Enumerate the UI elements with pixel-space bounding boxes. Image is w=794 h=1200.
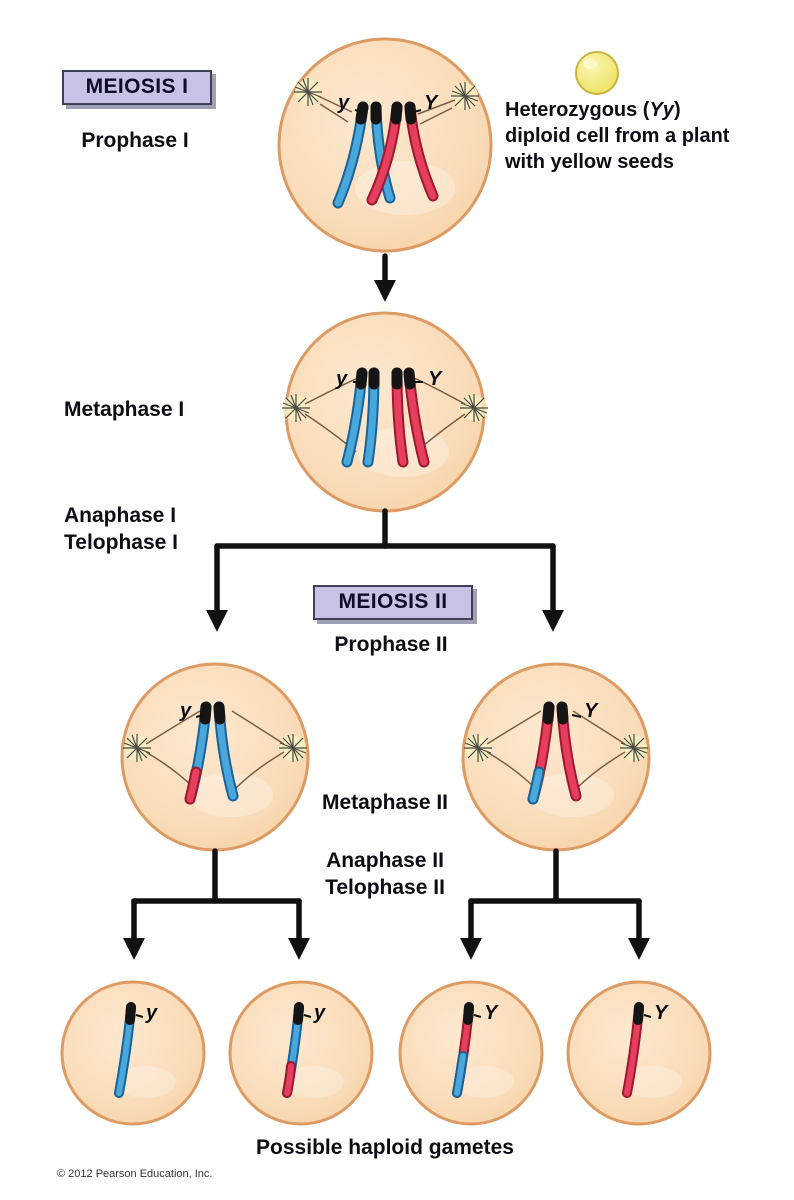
flow-arrows bbox=[123, 253, 650, 960]
gamete-cell-3 bbox=[398, 980, 544, 1126]
telophase1-label: Telophase I bbox=[64, 531, 178, 554]
gamete-cell-2 bbox=[228, 980, 374, 1126]
meiosis1-title-box: MEIOSIS I bbox=[62, 70, 212, 105]
prophase2-label: Prophase II bbox=[334, 633, 448, 656]
gamete-cell-1 bbox=[60, 980, 206, 1126]
meiosis2-title-box: MEIOSIS II bbox=[313, 585, 473, 620]
anaphase2-telophase2-label: Anaphase II Telophase II bbox=[305, 847, 465, 901]
meiosis2-right-chromosome bbox=[527, 701, 582, 805]
spindle-aster-icon bbox=[463, 733, 493, 763]
allele-label-parent-y: y bbox=[338, 92, 350, 114]
allele-label-gamete2-y: y bbox=[314, 1002, 326, 1024]
gamete1-chromatid-blue bbox=[114, 1002, 136, 1098]
centromere-caps bbox=[542, 701, 569, 725]
centromere-caps bbox=[355, 101, 417, 125]
gamete2-chromatid-blue-red-tip bbox=[282, 1002, 304, 1098]
allele-label-m2right-Y: Y bbox=[584, 700, 598, 722]
yellow-seed-icon bbox=[575, 51, 619, 95]
allele-label-metaphase1-Y: Y bbox=[428, 368, 442, 390]
spindle-aster-icon bbox=[293, 77, 323, 107]
spindle-aster-icon bbox=[281, 393, 311, 423]
anaphase1-telophase1-label: Anaphase I Telophase I bbox=[64, 502, 178, 556]
centromere-caps bbox=[199, 701, 226, 725]
allele-label-parent-Y: Y bbox=[424, 92, 438, 114]
spindle-aster-icon bbox=[122, 733, 152, 763]
metaphase1-chromosome-pair bbox=[341, 367, 430, 468]
gamete4-chromatid-red bbox=[622, 1002, 644, 1098]
meiosis2-right-cell bbox=[461, 662, 651, 852]
crossover-red-tip bbox=[184, 766, 202, 805]
parent-cell bbox=[277, 37, 493, 253]
meiosis2-title: MEIOSIS II bbox=[338, 590, 448, 613]
copyright-text: © 2012 Pearson Education, Inc. bbox=[57, 1168, 213, 1180]
metaphase1-label: Metaphase I bbox=[64, 398, 185, 421]
telophase2-label: Telophase II bbox=[325, 876, 445, 899]
prophase1-chromosome-pair bbox=[332, 101, 439, 209]
spindle-aster-icon bbox=[278, 733, 308, 763]
gamete3-chromatid-red-blue-tip bbox=[452, 1002, 474, 1098]
prophase1-label: Prophase I bbox=[81, 129, 189, 152]
allele-label-gamete3-Y: Y bbox=[484, 1002, 498, 1024]
annotation-genotype: Yy bbox=[649, 99, 674, 121]
anaphase2-label: Anaphase II bbox=[326, 849, 444, 872]
meiosis2-left-cell bbox=[120, 662, 310, 852]
allele-label-gamete4-Y: Y bbox=[654, 1002, 668, 1024]
spindle-aster-icon bbox=[619, 733, 649, 763]
label-leader-ticks bbox=[135, 109, 652, 1018]
anaphase1-label: Anaphase I bbox=[64, 504, 177, 527]
meiosis1-title: MEIOSIS I bbox=[85, 75, 189, 98]
heterozygous-annotation: Heterozygous (Yy) diploid cell from a pl… bbox=[505, 97, 745, 175]
spindle-aster-icon bbox=[450, 81, 480, 111]
caption-possible-haploid-gametes: Possible haploid gametes bbox=[256, 1136, 514, 1159]
metaphase2-label: Metaphase II bbox=[321, 791, 449, 814]
centromere-caps bbox=[355, 367, 416, 390]
spindle-aster-icon bbox=[459, 393, 489, 423]
allele-label-gamete1-y: y bbox=[146, 1002, 158, 1024]
gamete-cell-4 bbox=[566, 980, 712, 1126]
crossover-blue-tip bbox=[527, 766, 545, 805]
metaphase1-cell bbox=[284, 311, 486, 513]
annotation-pre: Heterozygous ( bbox=[505, 99, 650, 121]
allele-label-m2left-y: y bbox=[180, 700, 192, 722]
annotation-post: ) diploid cell from a plant with yellow … bbox=[505, 99, 730, 173]
allele-label-metaphase1-y: y bbox=[336, 368, 348, 390]
meiosis2-left-chromosome bbox=[184, 701, 239, 805]
